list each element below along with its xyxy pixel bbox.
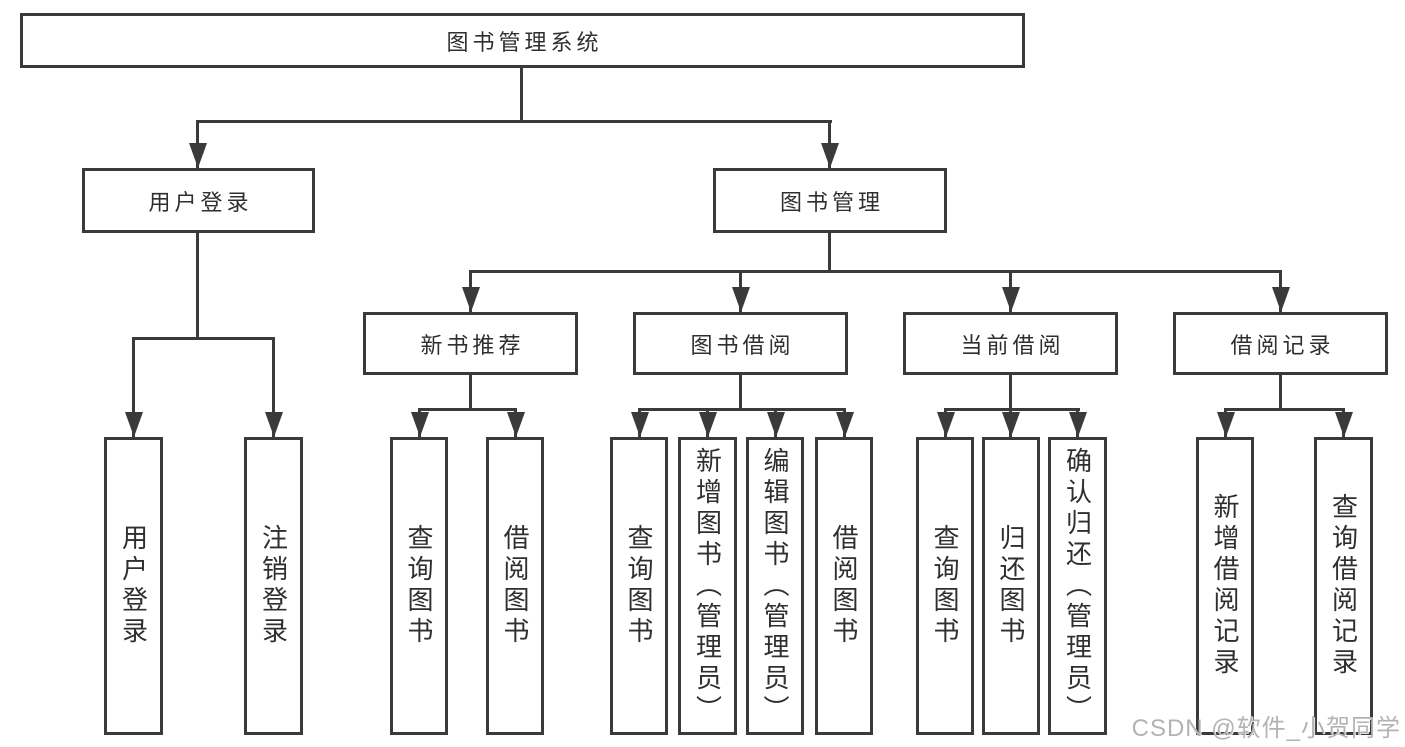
leaf-query-books-borrowing: 查询图书 bbox=[610, 437, 668, 735]
leaf-add-books-admin: 新增图书（管理员） bbox=[678, 437, 737, 735]
node-label: 编辑图书（管理员） bbox=[760, 446, 790, 726]
node-label: 图书管理 bbox=[779, 189, 884, 215]
arrow-down-icon bbox=[462, 287, 480, 312]
node-label: 用户登录 bbox=[148, 189, 253, 215]
node-label: 图书借阅 bbox=[690, 332, 795, 358]
node-label: 新增图书（管理员） bbox=[692, 446, 723, 726]
leaf-edit-books-admin: 编辑图书（管理员） bbox=[746, 437, 804, 735]
node-book-management: 图书管理 bbox=[713, 168, 947, 233]
node-new-book-recommend: 新书推荐 bbox=[363, 312, 578, 375]
node-label: 借阅记录 bbox=[1230, 332, 1335, 358]
node-label: 注销登录 bbox=[258, 524, 289, 648]
leaf-query-borrow-record: 查询借阅记录 bbox=[1314, 437, 1373, 735]
node-label: 查询图书 bbox=[624, 524, 654, 648]
leaf-return-books: 归还图书 bbox=[982, 437, 1040, 735]
arrow-down-icon bbox=[1217, 412, 1235, 437]
arrow-down-icon bbox=[631, 412, 649, 437]
node-book-borrowing: 图书借阅 bbox=[633, 312, 848, 375]
arrow-down-icon bbox=[699, 412, 717, 437]
connector-line bbox=[1009, 375, 1012, 411]
arrow-down-icon bbox=[1335, 412, 1353, 437]
connector-line bbox=[1224, 408, 1345, 411]
node-label: 归还图书 bbox=[996, 524, 1026, 648]
connector-line bbox=[828, 233, 831, 273]
node-label: 图书管理系统 bbox=[446, 29, 603, 55]
arrow-down-icon bbox=[1002, 287, 1020, 312]
arrow-down-icon bbox=[937, 412, 955, 437]
node-label: 查询图书 bbox=[930, 524, 960, 648]
arrow-down-icon bbox=[507, 412, 525, 437]
node-label: 借阅图书 bbox=[829, 524, 859, 648]
connector-line bbox=[638, 408, 846, 411]
node-label: 查询图书 bbox=[404, 524, 434, 648]
arrow-down-icon bbox=[1002, 412, 1020, 437]
csdn-watermark: CSDN @软件_小贺同学 bbox=[1131, 715, 1401, 742]
node-label: 新增借阅记录 bbox=[1210, 493, 1240, 679]
node-label: 新书推荐 bbox=[420, 332, 525, 358]
leaf-query-books-current: 查询图书 bbox=[916, 437, 974, 735]
arrow-down-icon bbox=[189, 143, 207, 168]
leaf-logout: 注销登录 bbox=[244, 437, 303, 735]
arrow-down-icon bbox=[125, 412, 143, 437]
connector-line bbox=[196, 120, 832, 123]
node-label: 确认归还（管理员） bbox=[1062, 446, 1093, 726]
node-borrowing-records: 借阅记录 bbox=[1173, 312, 1388, 375]
connector-line bbox=[1279, 375, 1282, 411]
node-login-module: 用户登录 bbox=[82, 168, 315, 233]
connector-line bbox=[132, 337, 275, 340]
arrow-down-icon bbox=[265, 412, 283, 437]
connector-line bbox=[944, 408, 1080, 411]
arrow-down-icon bbox=[1069, 412, 1087, 437]
arrow-down-icon bbox=[836, 412, 854, 437]
node-label: 当前借阅 bbox=[960, 332, 1065, 358]
connector-line bbox=[469, 375, 472, 411]
leaf-confirm-return-admin: 确认归还（管理员） bbox=[1048, 437, 1107, 735]
leaf-borrow-books: 借阅图书 bbox=[815, 437, 873, 735]
arrow-down-icon bbox=[767, 412, 785, 437]
arrow-down-icon bbox=[732, 287, 750, 312]
node-label: 用户登录 bbox=[118, 524, 149, 648]
leaf-user-login: 用户登录 bbox=[104, 437, 163, 735]
leaf-borrow-books-recommend: 借阅图书 bbox=[486, 437, 544, 735]
node-label: 查询借阅记录 bbox=[1328, 493, 1359, 679]
arrow-down-icon bbox=[411, 412, 429, 437]
connector-line bbox=[272, 337, 275, 437]
node-current-borrowing: 当前借阅 bbox=[903, 312, 1118, 375]
node-label: 借阅图书 bbox=[500, 524, 530, 648]
connector-line bbox=[418, 408, 517, 411]
connector-line bbox=[196, 233, 199, 340]
node-root: 图书管理系统 bbox=[20, 13, 1025, 68]
leaf-query-books-recommend: 查询图书 bbox=[390, 437, 448, 735]
connector-line bbox=[469, 270, 1282, 273]
connector-line bbox=[132, 337, 135, 437]
connector-line bbox=[739, 375, 742, 411]
arrow-down-icon bbox=[821, 143, 839, 168]
arrow-down-icon bbox=[1272, 287, 1290, 312]
leaf-add-borrow-record: 新增借阅记录 bbox=[1196, 437, 1254, 735]
connector-line bbox=[520, 66, 523, 122]
